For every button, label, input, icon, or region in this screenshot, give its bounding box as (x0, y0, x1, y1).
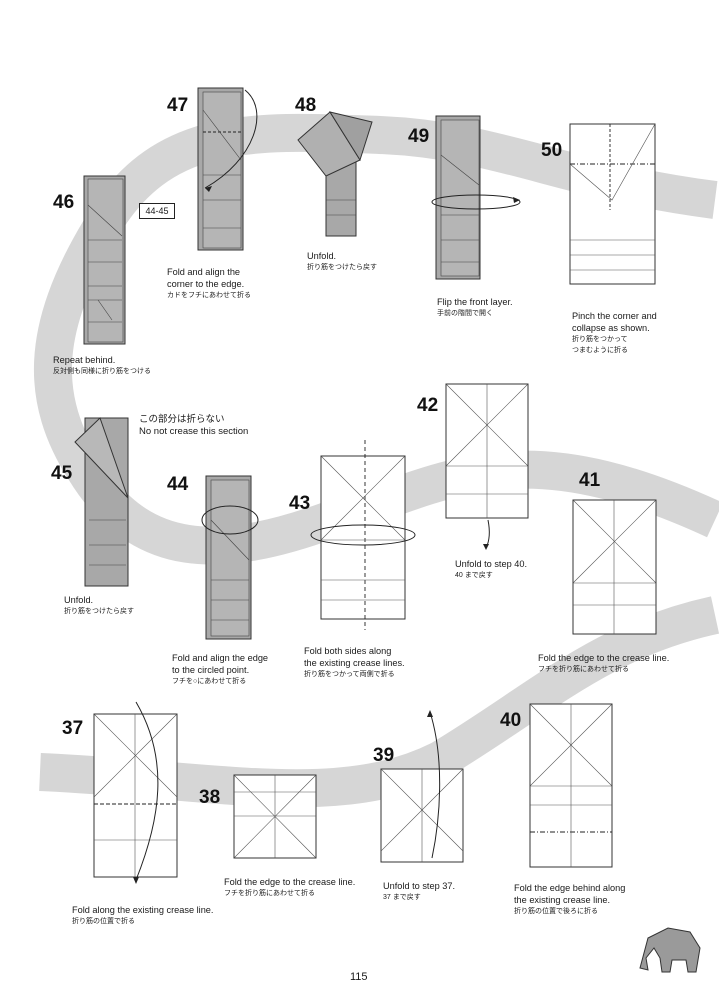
diagram-step-39 (380, 710, 464, 863)
caption-step-39: Unfold to step 37.37 まで戻す (383, 881, 456, 901)
diagram-step-47 (197, 87, 258, 251)
step-number-41: 41 (579, 470, 601, 491)
caption-step-46: Repeat behind.反対側も同様に折り筋をつける (53, 355, 151, 375)
page-number: 115 (350, 971, 368, 983)
caption-step-45: Unfold.折り筋をつけたら戻す (64, 595, 134, 615)
diagram-step-41 (572, 499, 657, 635)
section-note: この部分は折らない No not crease this section (139, 414, 249, 437)
step-number-43: 43 (289, 493, 311, 514)
step-number-40: 40 (500, 710, 522, 731)
diagram-step-37 (93, 701, 178, 884)
step-number-46: 46 (53, 192, 75, 213)
diagram-step-43 (310, 440, 416, 630)
diagram-step-48 (297, 111, 373, 237)
step-number-44: 44 (167, 474, 189, 495)
step-number-39: 39 (373, 745, 395, 766)
caption-step-42: Unfold to step 40.40 まで戻す (455, 559, 528, 579)
diagram-step-40 (529, 703, 613, 868)
diagram-step-44 (201, 475, 259, 640)
step-number-37: 37 (62, 718, 84, 739)
step-number-38: 38 (199, 787, 221, 808)
caption-step-41: Fold the edge to the crease line.フチを折り筋に… (538, 653, 670, 673)
caption-step-37: Fold along the existing crease line.折り筋の… (72, 905, 214, 925)
reference-box: 44-45 (139, 203, 175, 219)
diagram-step-49 (431, 115, 521, 280)
step-number-45: 45 (51, 463, 73, 484)
step-number-47: 47 (167, 95, 189, 116)
elephant-icon (639, 927, 701, 973)
step-number-50: 50 (541, 140, 563, 161)
caption-step-38: Fold the edge to the crease line.フチを折り筋に… (224, 877, 356, 897)
diagram-step-50 (569, 123, 656, 285)
step-number-48: 48 (295, 95, 317, 116)
diagram-step-45 (74, 417, 129, 587)
caption-step-48: Unfold.折り筋をつけたら戻す (307, 251, 377, 271)
background-path-lower (39, 596, 719, 808)
diagram-step-38 (233, 774, 317, 859)
caption-step-49: Flip the front layer.手前の階間で開く (437, 297, 513, 317)
diagram-step-42 (445, 383, 529, 550)
step-number-49: 49 (408, 126, 430, 147)
step-number-42: 42 (417, 395, 439, 416)
diagram-step-46 (83, 175, 126, 345)
